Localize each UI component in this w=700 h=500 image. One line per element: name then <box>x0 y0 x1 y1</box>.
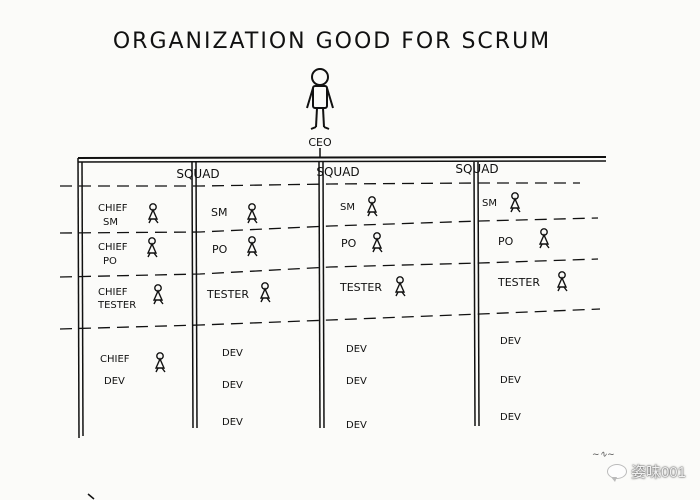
squad-1-dev-2: DEV <box>222 380 243 391</box>
squad-2-sm: SM <box>340 202 355 213</box>
squad-1-po-person-icon <box>246 236 258 257</box>
squad-3-label: SQUAD <box>455 162 498 176</box>
ceo-label: CEO <box>308 136 332 149</box>
squad-2-dev-1: DEV <box>346 344 367 355</box>
squad-1-tester-person-icon <box>259 282 271 303</box>
watermark-text: 姿味001 <box>630 464 686 481</box>
ceo-stick-figure-icon <box>306 68 334 130</box>
chief-sm-person-icon <box>147 203 159 224</box>
squad-1-roles: SM PO TESTER DEV DEV DEV <box>206 206 249 428</box>
chief-column: CHIEF SM CHIEF PO CHIEF TESTER CHIEF DEV <box>97 203 136 387</box>
wechat-bubble-icon <box>606 464 627 482</box>
squad-3-dev-2: DEV <box>500 375 521 386</box>
squad-3-sm: SM <box>482 198 497 209</box>
squad-1-tester: TESTER <box>206 288 249 301</box>
squad-3-roles: SM PO TESTER DEV DEV DEV <box>482 198 540 423</box>
chief-tester-line1: CHIEF <box>98 287 128 298</box>
squad-3-tester-person-icon <box>556 271 568 292</box>
chief-dev-line1: CHIEF <box>100 354 130 365</box>
chief-po-line2: PO <box>103 256 117 267</box>
watermark: 姿味001 <box>606 461 686 482</box>
chief-po-person-icon <box>146 237 158 258</box>
squad-1-label: SQUAD <box>176 167 219 181</box>
squad-2-tester: TESTER <box>339 281 382 294</box>
chief-sm-line1: CHIEF <box>98 203 128 214</box>
squad-1-dev-3: DEV <box>222 417 243 428</box>
top-bar <box>77 148 607 163</box>
stray-mark <box>87 493 95 500</box>
artist-signature: ~∿~ <box>592 450 615 460</box>
squad-1-po: PO <box>212 243 228 256</box>
role-separators <box>59 182 601 330</box>
chief-tester-person-icon <box>152 284 164 305</box>
squad-2-po: PO <box>341 237 357 250</box>
squad-3-dev-3: DEV <box>500 412 521 423</box>
squad-1-sm: SM <box>211 206 227 219</box>
chief-tester-line2: TESTER <box>97 300 136 311</box>
squad-2-dev-2: DEV <box>346 376 367 387</box>
squad-3-dev-1: DEV <box>500 336 521 347</box>
squad-3-po-person-icon <box>538 228 550 249</box>
squad-1-dev-1: DEV <box>222 348 243 359</box>
squad-2-label: SQUAD <box>316 165 359 179</box>
squad-2-dev-3: DEV <box>346 420 367 431</box>
chief-sm-line2: SM <box>103 217 118 228</box>
squad-1-sm-person-icon <box>246 203 258 224</box>
squad-2-sm-person-icon <box>366 196 378 217</box>
person-icons <box>146 192 568 373</box>
column-lines <box>77 157 480 439</box>
squad-3-po: PO <box>498 235 514 248</box>
squad-2-tester-person-icon <box>394 276 406 297</box>
squad-3-tester: TESTER <box>497 276 540 289</box>
chief-dev-line2: DEV <box>104 376 125 387</box>
chief-po-line1: CHIEF <box>98 242 128 253</box>
chief-dev-person-icon <box>154 352 166 373</box>
chart-title: ORGANIZATION GOOD FOR SCRUM <box>113 29 551 54</box>
squad-3-sm-person-icon <box>509 192 521 213</box>
squad-2-po-person-icon <box>371 232 383 253</box>
squad-2-roles: SM PO TESTER DEV DEV DEV <box>339 202 382 431</box>
